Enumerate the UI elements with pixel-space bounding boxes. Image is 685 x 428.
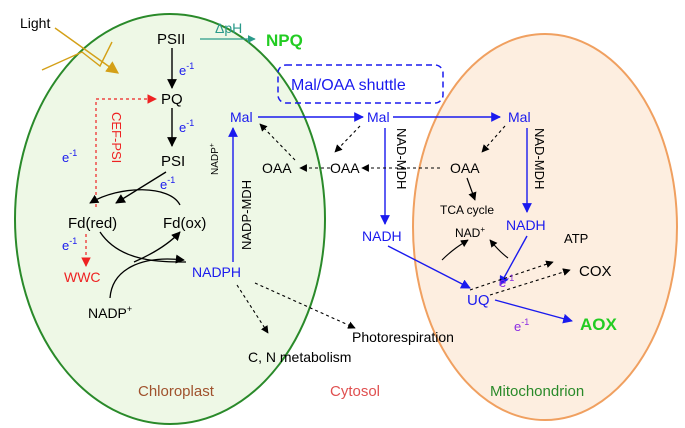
mal-label-1: Mal	[230, 109, 253, 125]
nadh-label-1: NADH	[362, 228, 402, 244]
e1-label-3: e-1	[62, 148, 77, 165]
light-label: Light	[20, 15, 50, 31]
npq-label: NPQ	[266, 31, 303, 50]
atp-label: ATP	[564, 231, 588, 246]
mitochondrion-compartment	[412, 33, 678, 421]
oaa-label-1: OAA	[262, 160, 292, 176]
fd-red-label: Fd(red)	[68, 215, 117, 232]
nadp-vertical-label: NADP+	[209, 143, 221, 175]
oaa-tca-arrow	[466, 177, 477, 201]
oaa-label-2: OAA	[330, 160, 360, 176]
uq-label: UQ	[467, 292, 490, 309]
oaa-dashed-arrows	[236, 123, 571, 334]
e1-label-6: e-1	[499, 273, 514, 290]
psi-label: PSI	[161, 153, 185, 170]
nadph-label: NADPH	[192, 264, 241, 280]
photorespiration-label: Photorespiration	[352, 329, 454, 345]
mal-shuttle-arrows	[258, 112, 573, 324]
nad-plus-label: NAD+	[455, 225, 485, 240]
shuttle-label: Mal/OAA shuttle	[291, 77, 406, 94]
e1-label-7: e-1	[514, 317, 529, 334]
nadp-plus-label: NADP+	[88, 304, 132, 321]
nad-mdh-label-2: NAD-MDH	[532, 128, 547, 189]
nadp-mdh-label: NADP-MDH	[239, 180, 254, 250]
electron-transport-arrows	[115, 48, 177, 204]
e1-label-5: e-1	[62, 236, 77, 253]
cytosol-label: Cytosol	[330, 383, 380, 400]
aox-label: AOX	[580, 315, 618, 334]
e1-label-2: e-1	[179, 118, 194, 135]
chloroplast-compartment	[14, 13, 326, 425]
mitochondrion-label: Mitochondrion	[490, 383, 584, 400]
cox-label: COX	[579, 263, 612, 280]
cn-metabolism-label: C, N metabolism	[248, 349, 351, 365]
tca-label: TCA cycle	[440, 203, 494, 217]
chloroplast-label: Chloroplast	[138, 383, 215, 400]
light-arrows	[41, 27, 120, 74]
nad-mdh-label-1: NAD-MDH	[394, 128, 409, 189]
mal-label-3: Mal	[508, 109, 531, 125]
shuttle-box	[277, 64, 444, 104]
delta-ph-label: ΔpH	[215, 20, 242, 36]
wwc-label: WWC	[64, 269, 101, 285]
pq-label: PQ	[161, 91, 183, 108]
e1-label-4: e-1	[160, 175, 175, 192]
oaa-label-3: OAA	[450, 160, 480, 176]
fd-cycle-arrows	[89, 189, 187, 299]
mal-label-2: Mal	[367, 109, 390, 125]
psii-label: PSII	[157, 31, 185, 48]
nadh-label-2: NADH	[506, 217, 546, 233]
e1-label-1: e-1	[179, 61, 194, 78]
cef-psi-loop	[95, 94, 157, 207]
cef-psi-label: CEF-PSI	[109, 112, 124, 163]
fd-ox-label: Fd(ox)	[163, 215, 206, 232]
nad-recycle-arrows	[441, 239, 509, 261]
